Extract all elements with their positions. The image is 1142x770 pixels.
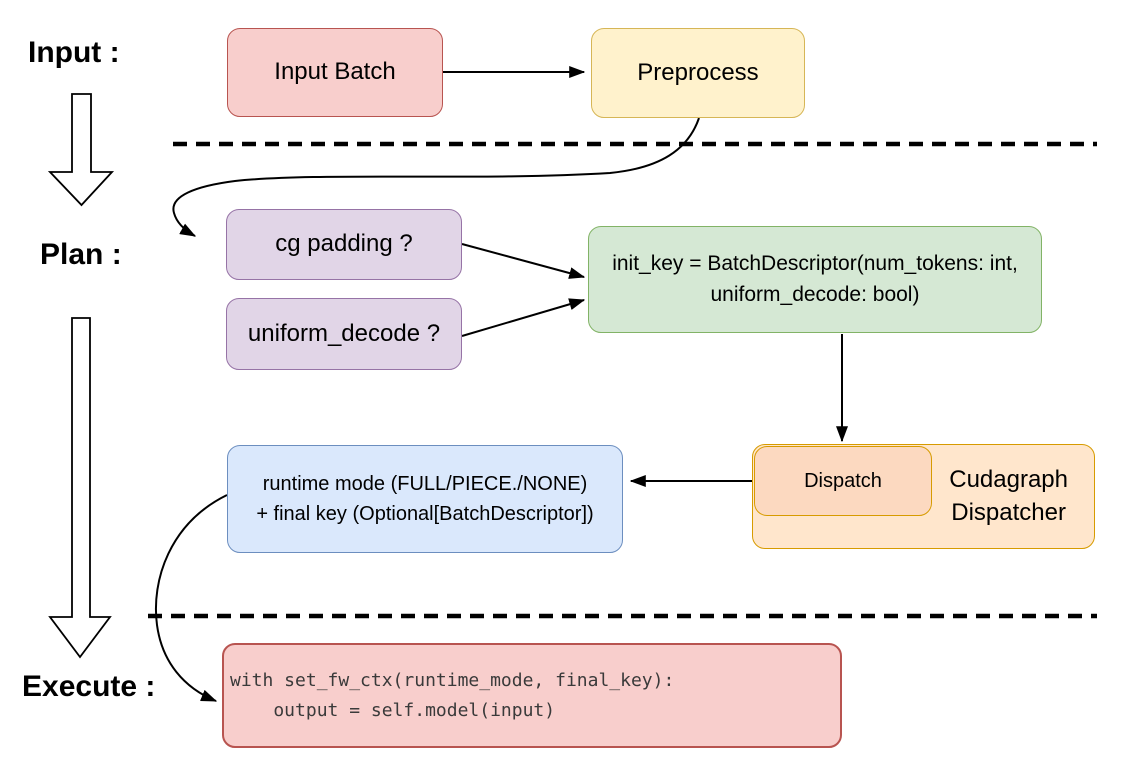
- node-preprocess: Preprocess: [591, 28, 805, 118]
- arrow-runtime-mode-to-execute-code: [155, 494, 228, 702]
- down-arrow-icon-plan-to-execute: [48, 317, 112, 659]
- node-init-key: init_key = BatchDescriptor(num_tokens: i…: [588, 226, 1042, 333]
- stage-label-input: Input :: [28, 36, 120, 69]
- stage-label-plan: Plan :: [40, 238, 122, 271]
- stage-label-execute: Execute :: [22, 670, 156, 703]
- arrow-uniform-decode-to-init-key: [461, 298, 586, 337]
- node-cg-padding: cg padding ?: [226, 209, 462, 280]
- down-arrow-icon-input-to-plan: [47, 93, 115, 207]
- node-dispatch: Dispatch: [754, 446, 932, 516]
- node-runtime-mode: runtime mode (FULL/PIECE./NONE) + final …: [227, 445, 623, 553]
- node-execute-code: with set_fw_ctx(runtime_mode, final_key)…: [222, 643, 842, 748]
- arrow-preprocess-to-cg-padding: [172, 117, 700, 237]
- node-uniform-decode: uniform_decode ?: [226, 298, 462, 370]
- arrow-cg-padding-to-init-key: [461, 243, 586, 279]
- node-input-batch: Input Batch: [227, 28, 443, 117]
